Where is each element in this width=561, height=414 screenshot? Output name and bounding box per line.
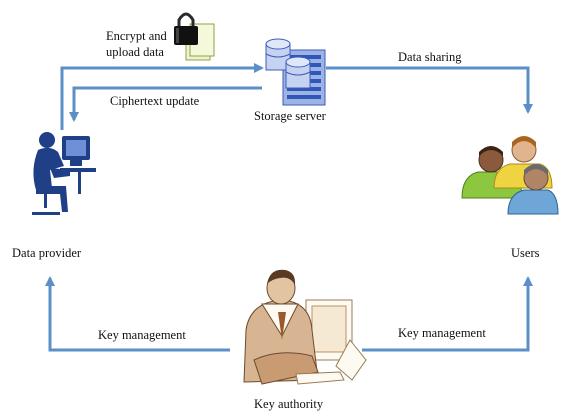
person-at-monitor-icon: [243, 269, 367, 385]
padlock-document-icon: [174, 12, 215, 61]
database-server-icon: [265, 38, 326, 106]
data-sharing-label: Data sharing: [398, 50, 462, 64]
key-management-left-label: Key management: [98, 328, 186, 342]
data-provider-label: Data provider: [12, 246, 82, 260]
users-label: Users: [511, 246, 540, 260]
encrypt-upload-arrow: [60, 63, 264, 130]
data-sharing-arrow: [326, 66, 533, 114]
key-management-right-label: Key management: [398, 326, 486, 340]
person-at-computer-icon: [32, 132, 96, 215]
encrypt-upload-label: Encrypt and upload data: [106, 29, 167, 59]
ciphertext-update-arrow: [69, 86, 262, 122]
ciphertext-update-label: Ciphertext update: [110, 94, 200, 108]
key-management-right-arrow: [362, 276, 533, 352]
storage-server-label: Storage server: [254, 109, 326, 123]
arrows: [45, 63, 533, 352]
user-group-icon: [461, 136, 559, 215]
key-authority-label: Key authority: [254, 397, 324, 411]
key-management-left-arrow: [45, 276, 230, 352]
